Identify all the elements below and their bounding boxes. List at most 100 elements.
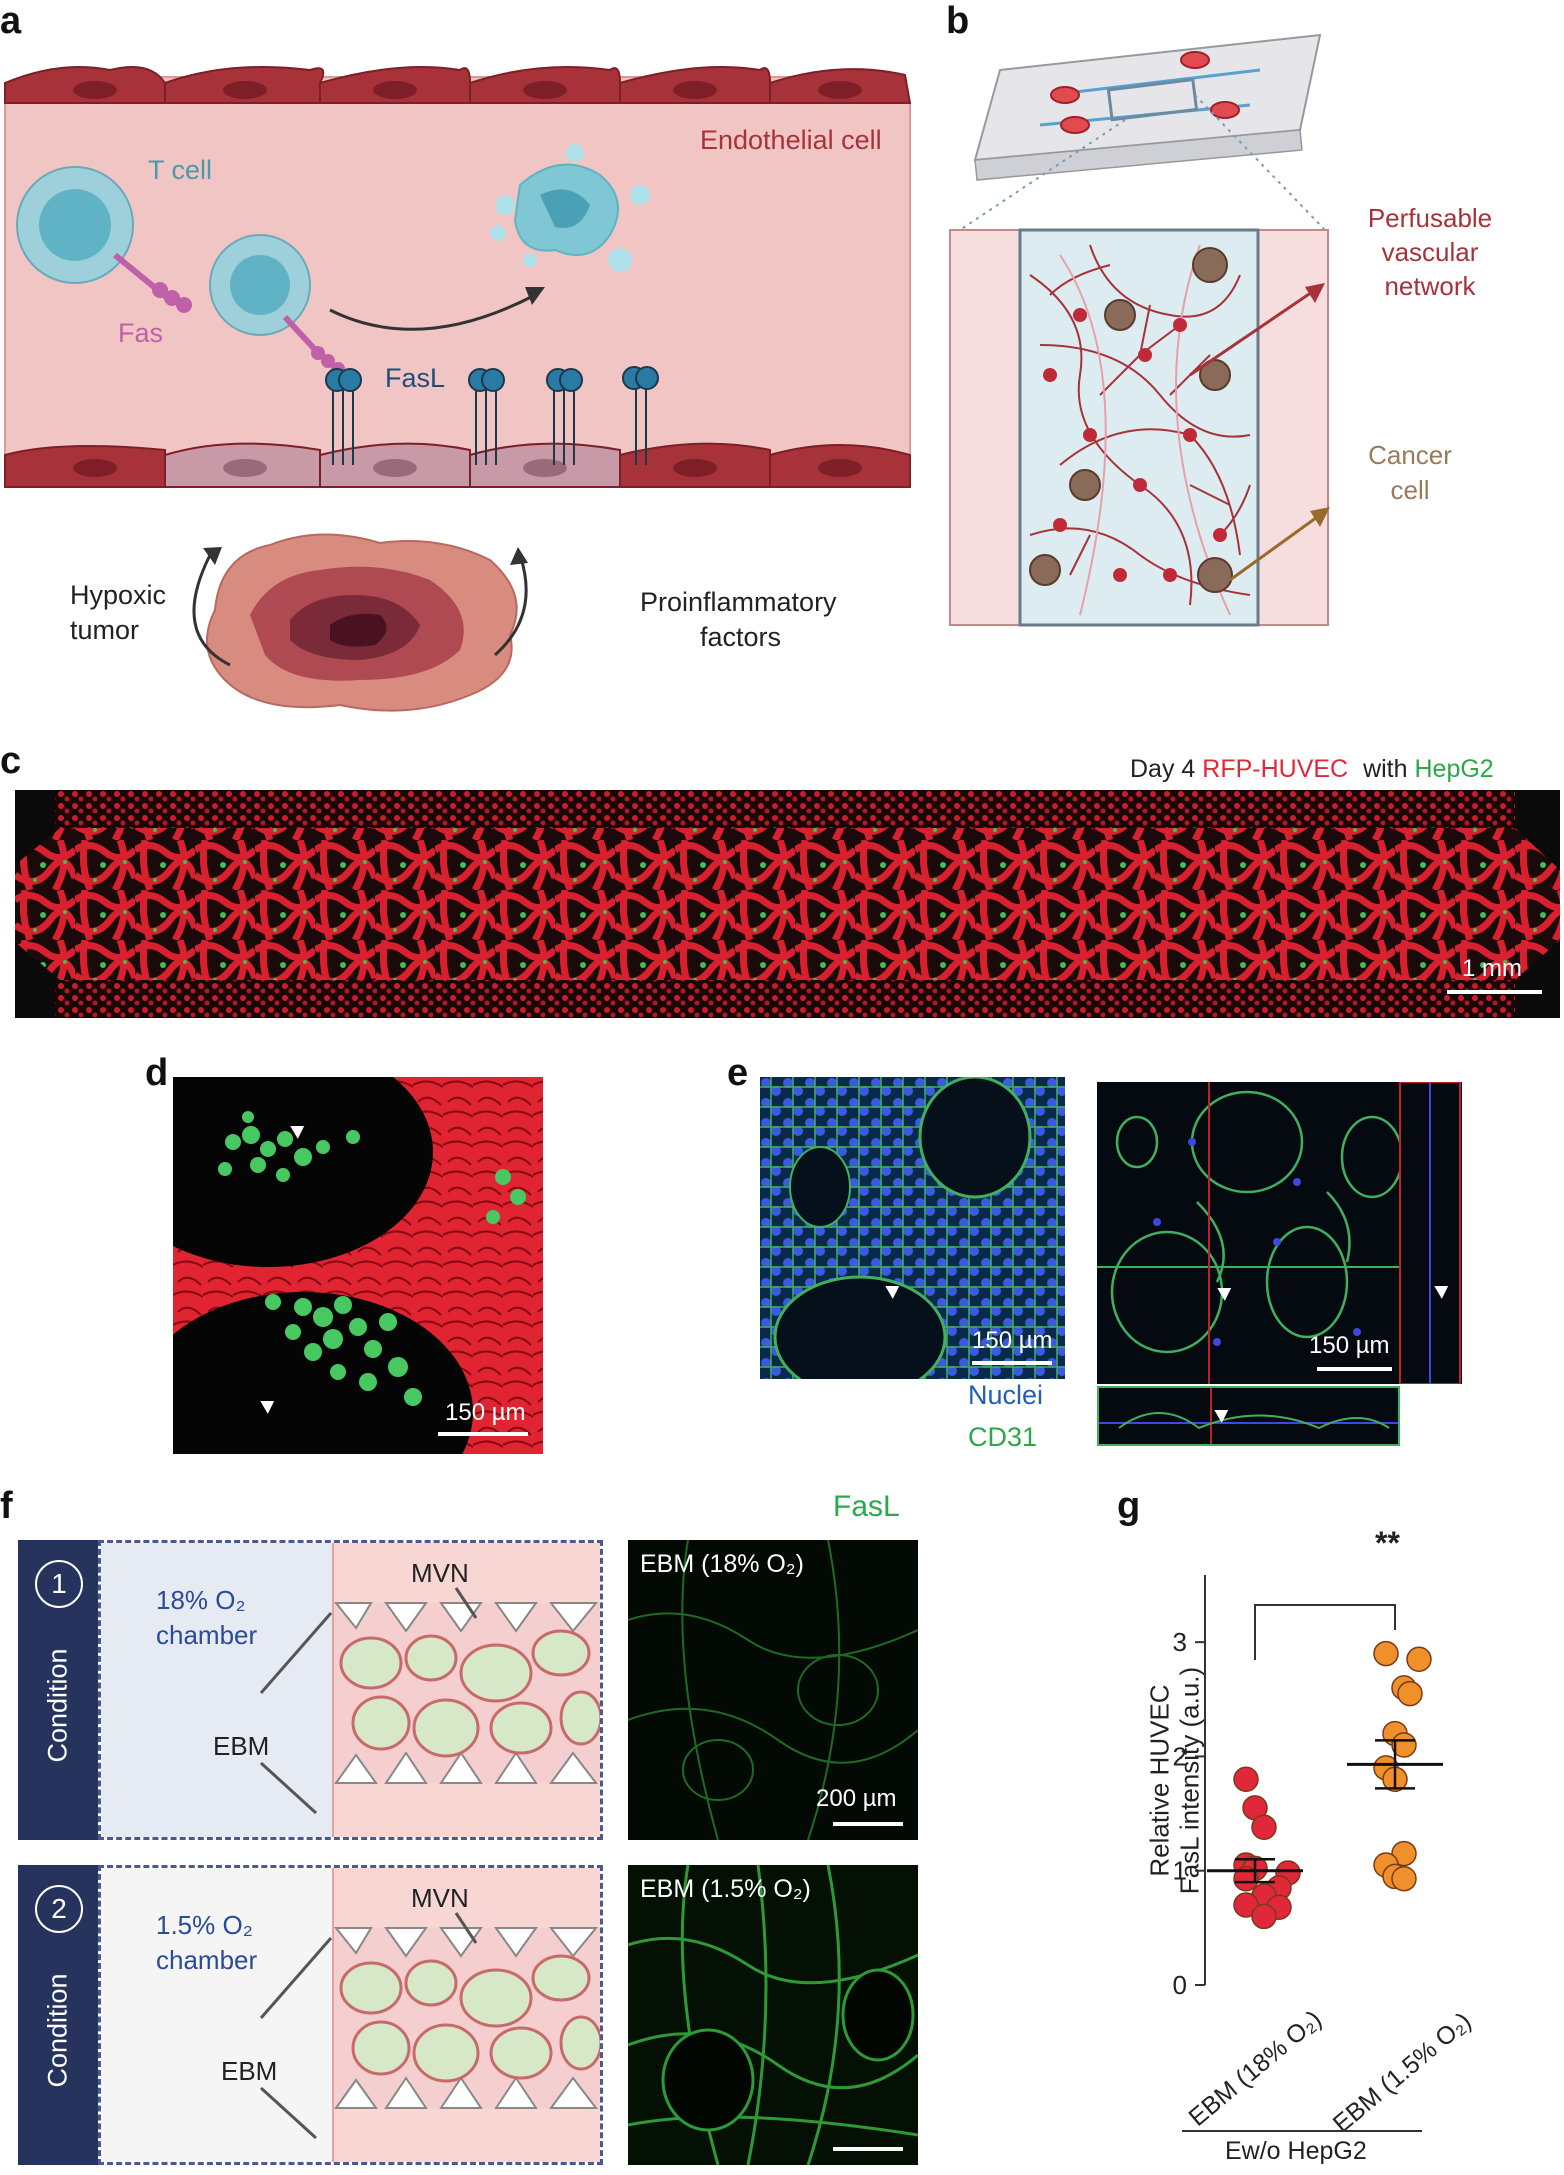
condition-1-image-label: EBM (18% O₂): [640, 1550, 804, 1578]
legend-cd31: CD31: [968, 1422, 1038, 1452]
data-point-2-1: [1373, 1640, 1399, 1667]
arrowhead-e-side: [1434, 1285, 1449, 1299]
panel-d-scale-bar: [438, 1432, 528, 1436]
data-point-2-4: [1397, 1680, 1423, 1707]
condition-1-box: 18% O₂ chamber MVN EBM: [98, 1540, 603, 1840]
chip-side: [974, 129, 1303, 181]
panel-e-right-micrograph: 150 µm: [1097, 1082, 1462, 1384]
y-tick-label-3: 3: [1173, 1627, 1187, 1657]
bottom-endothelium-nuclei: [73, 459, 862, 477]
panel-a: T cell Fas FasL Endothelial cell Hypoxic…: [0, 55, 920, 735]
data-point-1-3: [1251, 1814, 1277, 1841]
panel-label-g: g: [1117, 1485, 1141, 1527]
panel-c-scale-bar: [1447, 990, 1542, 994]
panel-label-e: e: [727, 1052, 749, 1094]
condition-1-scale-bar: [833, 1822, 903, 1826]
fasl-label: FasL: [385, 363, 446, 393]
killing-arrow: [329, 293, 536, 331]
data-point-2-6: [1391, 1732, 1417, 1758]
perfusable-label-line3: network: [1384, 271, 1476, 301]
apoptotic-cell: [490, 144, 650, 272]
panel-b: Perfusable vascular network Cancer cell: [940, 15, 1560, 630]
panel-e-left-micrograph: 150 µm: [760, 1077, 1065, 1379]
condition-2-diagram: [101, 1868, 600, 2162]
condition-2-label: Condition: [42, 1973, 73, 2088]
y-tick-label-0: 0: [1173, 1970, 1187, 2000]
mvn-diagram-1: [332, 1543, 600, 1837]
condition-2-scale-bar: [833, 2147, 903, 2151]
caption-with: with: [1363, 755, 1408, 783]
panel-e-right-scale-bar: [1317, 1367, 1392, 1371]
panel-d-image: [173, 1077, 543, 1454]
panel-e-right-image: [1097, 1082, 1461, 1384]
perfusable-label-line2: vascular: [1381, 237, 1479, 267]
y-axis-label-line1: Relative HUVEC: [1144, 1684, 1175, 1877]
data-point-2-2: [1406, 1646, 1432, 1673]
caption-rfp: RFP-HUVEC: [1202, 755, 1349, 783]
condition-2-chamber-line2: chamber: [156, 1945, 258, 1975]
data-point-1-7: [1233, 1865, 1259, 1892]
arrowhead-e-right: [1217, 1287, 1232, 1301]
data-point-1-1: [1233, 1766, 1259, 1793]
panel-label-a: a: [0, 0, 22, 42]
data-point-1-12: [1251, 1903, 1277, 1930]
significance-marker: **: [1375, 1525, 1400, 1561]
panel-b-illustration: [949, 33, 1330, 627]
group-bracket-line: [1182, 2130, 1422, 2132]
panel-d-scale-label: 150 µm: [445, 1399, 526, 1426]
tumor-arrow-left: [192, 554, 231, 667]
panel-label-b: b: [946, 0, 970, 42]
perfusable-label-line1: Perfusable: [1367, 203, 1493, 233]
fasl-intensity-scatter: 0 1 2 3: [1173, 1575, 1443, 2000]
hypoxic-label-line1: Hypoxic: [70, 580, 167, 610]
panel-e-bottom-orthoview: [1097, 1386, 1400, 1446]
condition-2-ebm: EBM: [221, 2056, 278, 2086]
killing-arrow-head: [525, 287, 545, 305]
hepg2-cluster-top: [218, 1111, 360, 1182]
fas-label: Fas: [118, 318, 164, 348]
panel-e-left-scale-bar: [972, 1361, 1052, 1365]
proinflammatory-label-line1: Proinflammatory: [640, 587, 837, 617]
condition-1-scale-label: 200 µm: [816, 1785, 897, 1812]
cancer-label-line1: Cancer: [1368, 440, 1452, 470]
top-endothelium-nuclei: [73, 81, 862, 99]
top-endothelium: [4, 65, 912, 104]
t-cell-label: T cell: [148, 155, 213, 185]
condition-1-chamber-line2: chamber: [156, 1620, 258, 1650]
y-tick-label-2: 2: [1173, 1741, 1187, 1771]
panel-e-left-image: [760, 1077, 1065, 1379]
fasl-title: FasL: [833, 1490, 900, 1523]
panel-label-c: c: [0, 740, 22, 782]
panel-c-network-image: [15, 790, 1560, 1018]
condition-1-number: 1: [35, 1560, 83, 1608]
arrowhead-bottom: [260, 1400, 275, 1414]
network-arrow: [1189, 288, 1316, 377]
data-point-1-10: [1233, 1892, 1259, 1918]
endothelial-cell-label: Endothelial cell: [700, 125, 882, 155]
chip-ports: [1050, 51, 1240, 134]
t-cell-1: [16, 166, 192, 313]
hepg2-cluster-bottom: [265, 1294, 422, 1406]
caption-hepg2: HepG2: [1414, 755, 1494, 783]
condition-1-label: Condition: [42, 1648, 73, 1763]
arrowhead-top: [290, 1125, 305, 1139]
condition-1-fasl-image: EBM (18% O₂) 200 µm: [628, 1540, 918, 1840]
panel-e-left-scale-label: 150 µm: [972, 1327, 1053, 1354]
proinflammatory-label-line2: factors: [700, 622, 782, 652]
condition-1-mvn: MVN: [411, 1558, 469, 1588]
panel-c-scale-label: 1 mm: [1462, 955, 1522, 982]
hypoxic-label-line2: tumor: [70, 615, 140, 645]
y-tick-label-1: 1: [1173, 1856, 1187, 1886]
fasl-receptors: [325, 366, 659, 465]
data-point-2-9: [1391, 1840, 1417, 1867]
cancer-arrow: [1229, 513, 1321, 582]
hypoxic-tumor: [206, 533, 518, 712]
sparse-nuclei: [1153, 1138, 1361, 1346]
legend-nuclei: Nuclei: [968, 1380, 1044, 1410]
panel-d-micrograph: 150 µm: [173, 1077, 543, 1454]
panel-label-f: f: [0, 1485, 13, 1527]
panel-c-caption: Day 4 RFP-HUVEC with HepG2: [1130, 755, 1494, 784]
condition-2-chamber-line1: 1.5% O₂: [156, 1910, 253, 1940]
tumor-arrow-right: [494, 554, 528, 657]
